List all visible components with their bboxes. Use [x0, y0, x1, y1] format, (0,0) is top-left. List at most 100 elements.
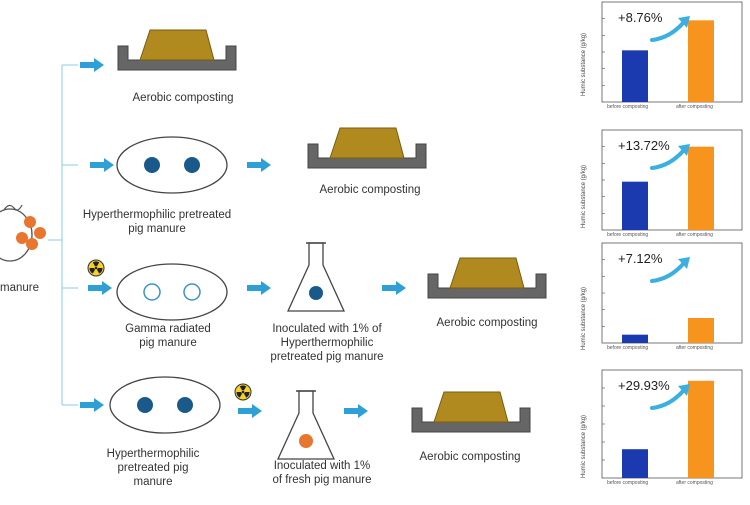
chart4-xtick-0: before composting: [607, 480, 649, 486]
chart4-bar-before: [622, 449, 648, 478]
chart3-xtick-1: after composting: [676, 345, 713, 351]
chart-4: [601, 369, 743, 479]
route4-radiation-icon: [234, 383, 252, 401]
route4-step2-label: Inoculated with 1% of fresh pig manure: [272, 460, 372, 486]
curved-trend-arrow-icon: [650, 148, 686, 170]
route1-arrow-1: [80, 58, 104, 72]
arrow-right-icon: [80, 398, 104, 412]
chart1-annotation: +8.76%: [618, 10, 663, 25]
colony-ring-0: [143, 283, 161, 301]
colony-dot-1: [177, 397, 193, 413]
flask-inoculum-dot: [299, 434, 313, 448]
arrow-right-icon: [80, 58, 104, 72]
chart3-bar-after: [688, 318, 714, 343]
arrow-right-icon: [247, 281, 271, 295]
erlenmeyer-flask-icon: [286, 242, 346, 312]
flask-inoculum-dot: [309, 286, 323, 300]
chart1-xtick-0: before composting: [607, 104, 649, 110]
source-label: manure: [0, 282, 39, 294]
route4-step3-label: Aerobic composting: [419, 451, 521, 463]
radiation-blade-2: [236, 392, 242, 398]
arrow-right-icon: [247, 158, 271, 172]
radiation-blade-2: [89, 268, 95, 274]
arrow-right-icon: [90, 158, 114, 172]
radiation-center: [241, 390, 245, 394]
chart3-annotation: +7.12%: [618, 251, 663, 266]
route1-step1-label: Aerobic composting: [132, 92, 234, 104]
route2-arrow-1: [90, 158, 114, 172]
chart1-bar-after: [688, 20, 714, 102]
source-particle-2: [26, 238, 38, 250]
arrow-right-icon: [344, 404, 368, 418]
chart4-ylabel: Humic substance (g/kg): [581, 414, 587, 478]
source-particle-3: [16, 232, 28, 244]
route4-arrow-3: [344, 404, 368, 418]
arrow-right-icon: [88, 281, 112, 295]
route3-step1-label: Gamma radiated pig manure: [125, 323, 211, 349]
colony-dot-0: [137, 397, 153, 413]
route3-compost: [427, 257, 547, 299]
petri-dish-icon: [116, 136, 228, 194]
petri-dish-icon: [109, 376, 221, 434]
chart2-ylabel: Humic substance (g/kg): [581, 164, 587, 228]
route4-arrow-1: [80, 398, 104, 412]
chart4-annotation: +29.93%: [618, 378, 670, 393]
connector-lines: [48, 64, 78, 406]
compost-tray: [427, 273, 547, 299]
compost-tray: [411, 407, 531, 433]
route3-flask: [286, 242, 346, 312]
route4-arrow-2: [238, 404, 262, 418]
radiation-blade-0: [239, 385, 247, 391]
chart2-xtick-0: before composting: [607, 232, 649, 238]
route4-flask: [276, 390, 336, 460]
route3-arrow-1: [88, 281, 112, 295]
route4-step1-label: Hyperthermophilic pretreated pig manure: [106, 448, 200, 488]
curved-trend-arrow-icon: [650, 261, 686, 283]
radiation-blade-1: [244, 392, 250, 398]
erlenmeyer-flask-icon: [276, 390, 336, 460]
route3-arrow-3: [382, 281, 406, 295]
route1-compost: [117, 29, 237, 71]
chart4-xtick-1: after composting: [676, 480, 713, 486]
source-manure-icon: [0, 204, 46, 262]
colony-dot-0: [144, 157, 160, 173]
chart2-xtick-1: after composting: [676, 232, 713, 238]
trend-arrow-head: [678, 384, 690, 396]
petri-dish-icon: [116, 263, 228, 321]
chart3-xtick-0: before composting: [607, 345, 649, 351]
route2-compost: [307, 127, 427, 169]
route2-arrow-2: [247, 158, 271, 172]
compost-tray: [307, 143, 427, 169]
colony-ring-1: [183, 283, 201, 301]
chart-1: [601, 1, 743, 103]
chart1-bar-before: [622, 50, 648, 102]
chart1-xtick-1: after composting: [676, 104, 713, 110]
route3-petri: [116, 263, 228, 321]
route4-petri: [109, 376, 221, 434]
route4-compost: [411, 391, 531, 433]
compost-heap-icon: [329, 127, 405, 159]
radiation-center: [94, 266, 98, 270]
chart3-bar-before: [622, 334, 648, 343]
route3-step3-label: Aerobic composting: [436, 317, 538, 329]
route3-radiation-icon: [87, 259, 105, 277]
route3-step2-label: Inoculated with 1% of Hyperthermophilic …: [270, 323, 384, 363]
chart1-ylabel: Humic substance (g/kg): [581, 32, 587, 96]
source-container: [0, 208, 33, 262]
radiation-blade-0: [92, 261, 100, 267]
chart2-annotation: +13.72%: [618, 138, 670, 153]
arrow-right-icon: [238, 404, 262, 418]
source-squiggle: [3, 204, 23, 211]
route2-petri: [116, 136, 228, 194]
trend-arrow-head: [678, 144, 690, 156]
chart-3: [601, 242, 743, 344]
route3-arrow-2: [247, 281, 271, 295]
source-particle-0: [24, 216, 36, 228]
arrow-right-icon: [382, 281, 406, 295]
compost-heap-icon: [433, 391, 509, 423]
chart-2: [601, 129, 743, 231]
colony-dot-1: [184, 157, 200, 173]
curved-trend-arrow-icon: [650, 20, 686, 42]
